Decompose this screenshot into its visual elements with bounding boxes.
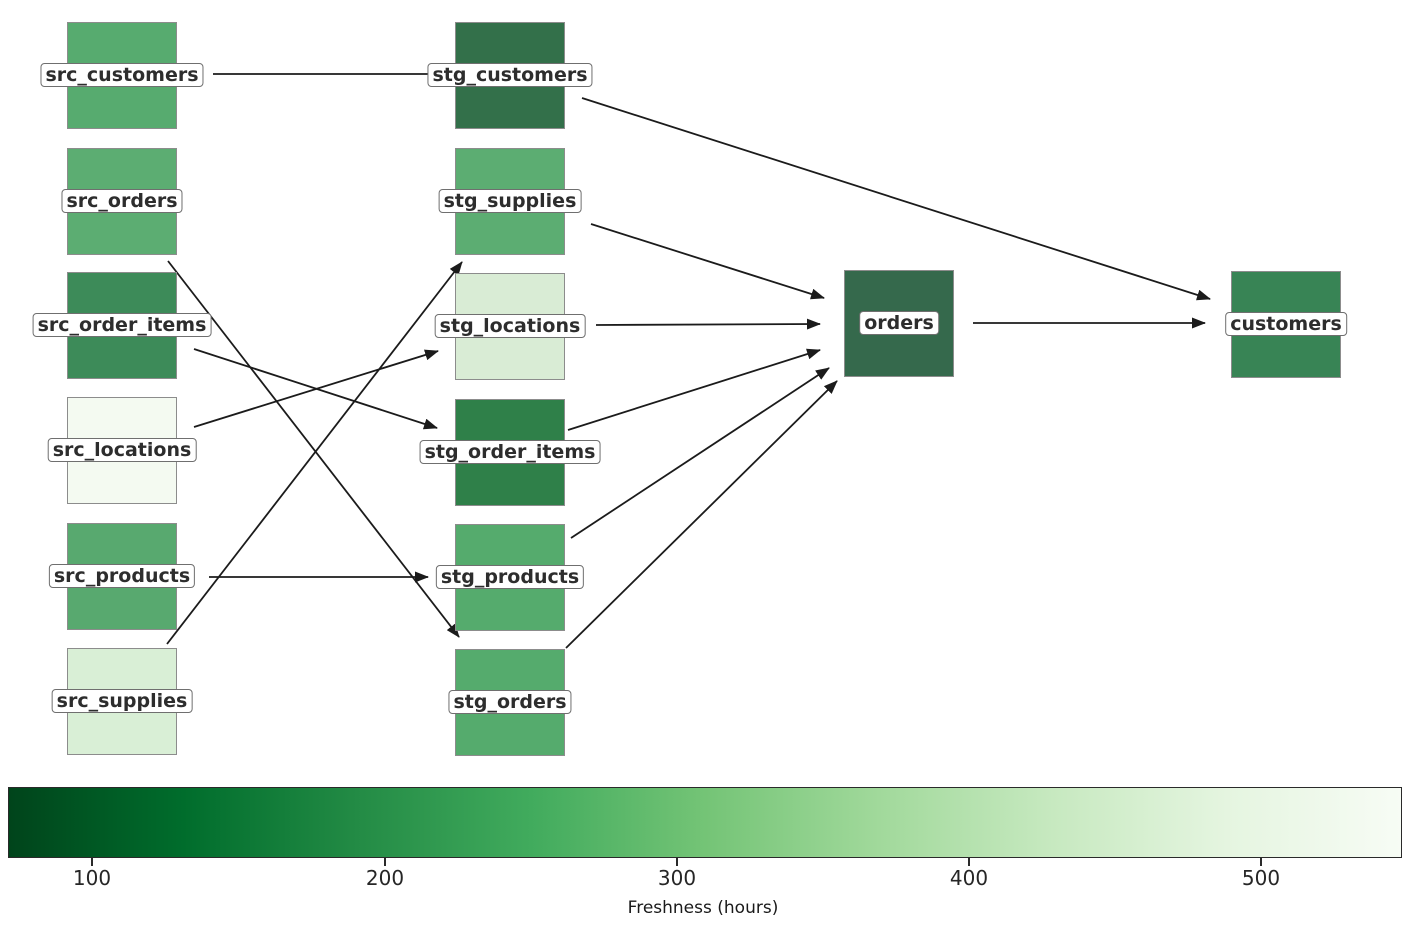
node-label-orders: orders <box>859 311 939 335</box>
edge-stg_order_items-to-orders <box>567 348 821 431</box>
colorbar-tick-400 <box>968 858 970 866</box>
node-label-stg_products: stg_products <box>435 565 585 589</box>
node-label-src_order_items: src_order_items <box>32 313 212 337</box>
edge-stg_locations-to-orders <box>595 318 821 330</box>
colorbar-ticklabel-500: 500 <box>1241 866 1281 890</box>
colorbar-tick-100 <box>91 858 93 866</box>
node-label-stg_orders: stg_orders <box>448 690 572 714</box>
node-label-stg_customers: stg_customers <box>427 63 593 87</box>
edge-stg_orders-to-orders <box>565 380 838 649</box>
colorbar-ticklabel-300: 300 <box>657 866 697 890</box>
colorbar-ticklabel-200: 200 <box>365 866 405 890</box>
colorbar-ticklabel-100: 100 <box>72 866 112 890</box>
edge-stg_supplies-to-orders <box>590 223 825 300</box>
edge-stg_customers-to-customers <box>581 97 1211 301</box>
colorbar-tick-300 <box>676 858 678 866</box>
edge-src_supplies-to-stg_supplies <box>166 261 463 645</box>
edges-group <box>166 68 1211 649</box>
edge-src_locations-to-stg_locations <box>193 349 439 428</box>
colorbar-ticklabel-400: 400 <box>949 866 989 890</box>
node-label-src_locations: src_locations <box>47 438 197 462</box>
node-label-src_products: src_products <box>48 564 196 588</box>
node-label-customers: customers <box>1225 312 1347 336</box>
node-label-src_customers: src_customers <box>40 63 204 87</box>
colorbar-gradient-bar <box>8 787 1402 858</box>
node-label-stg_order_items: stg_order_items <box>419 440 601 464</box>
colorbar-axis-label: Freshness (hours) <box>627 898 779 918</box>
colorbar-tick-200 <box>384 858 386 866</box>
node-label-stg_supplies: stg_supplies <box>438 189 582 213</box>
colorbar-tick-500 <box>1260 858 1262 866</box>
edge-src_orders-to-stg_orders <box>167 260 460 638</box>
edge-stg_products-to-orders <box>570 367 830 539</box>
node-label-src_supplies: src_supplies <box>51 689 193 713</box>
node-label-stg_locations: stg_locations <box>434 314 586 338</box>
node-label-src_orders: src_orders <box>61 189 183 213</box>
